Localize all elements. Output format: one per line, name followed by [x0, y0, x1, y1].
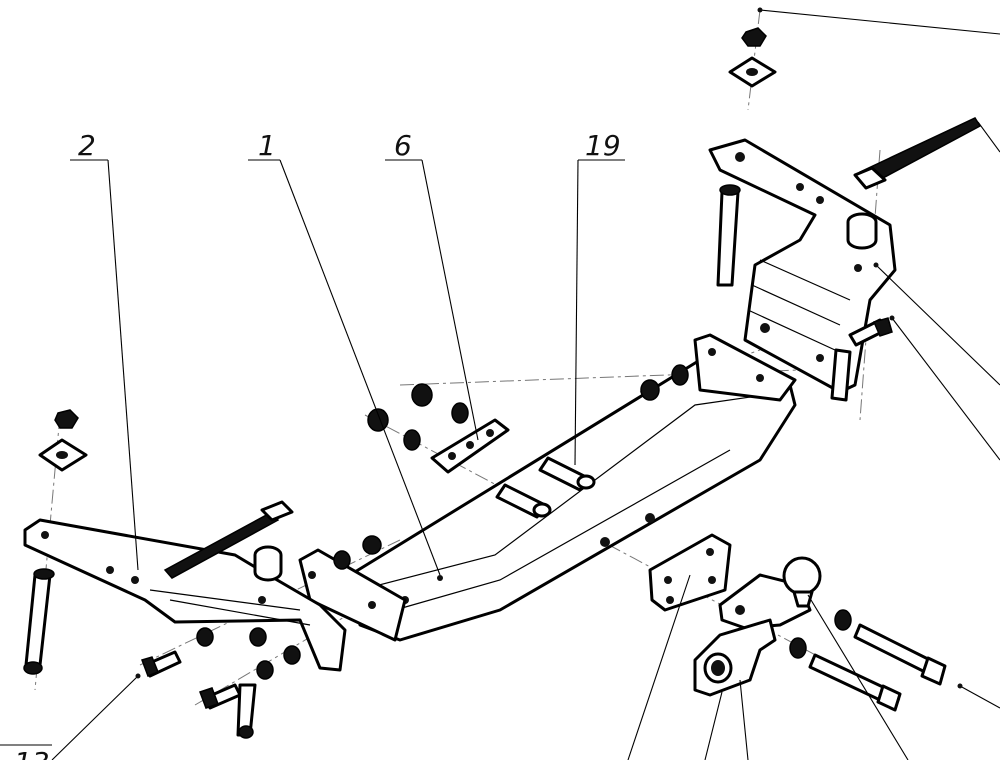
- callout-2: 2: [78, 129, 96, 162]
- left-mounting-bracket: [23, 409, 347, 739]
- long-threaded-rod-right: [853, 117, 982, 190]
- callout-6: 6: [394, 129, 412, 162]
- callout-1: 1: [258, 129, 276, 162]
- leader-lines: [0, 9, 1000, 760]
- callout-19: 19: [585, 129, 621, 162]
- right-mounting-bracket: [708, 27, 897, 402]
- tow-ball-mount-plate: [648, 533, 732, 612]
- spacer-tubes: [495, 456, 596, 519]
- middle-fasteners: [333, 364, 689, 570]
- plate-6: [430, 418, 510, 474]
- main-cross-beam: [298, 333, 797, 642]
- tow-ball-assembly: [693, 556, 947, 712]
- callout-13-partial: 13: [14, 746, 50, 760]
